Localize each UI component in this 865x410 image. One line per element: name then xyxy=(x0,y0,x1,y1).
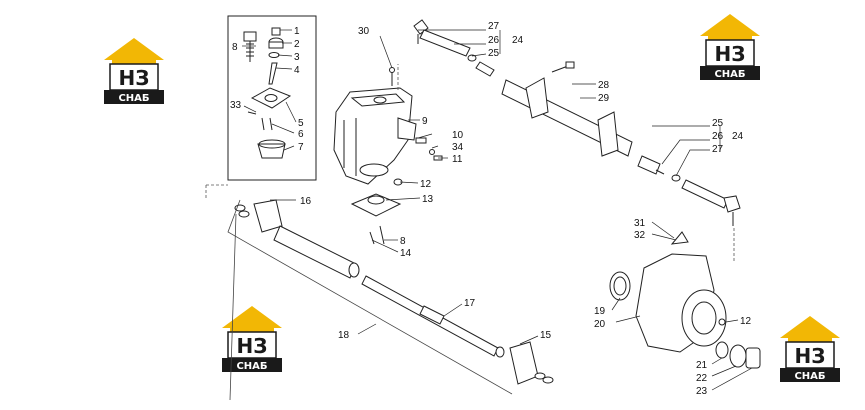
logo-mark: НЗ xyxy=(795,344,826,368)
callout-17: 17 xyxy=(464,298,476,309)
logo-caption: СНАБ xyxy=(118,93,149,104)
leader-lines xyxy=(242,29,753,391)
callout-7: 3 xyxy=(294,52,300,63)
callout-3: 4 xyxy=(294,65,300,76)
callout-18: 18 xyxy=(338,330,350,341)
axle-shaft-assembly xyxy=(234,199,554,385)
callout-29: 29 xyxy=(598,93,610,104)
tie-rod-upper xyxy=(413,19,495,77)
callout-4: 5 xyxy=(298,118,304,129)
callout-21: 21 xyxy=(696,360,708,371)
callout-19: 19 xyxy=(594,306,606,317)
callout-labels: 1 2 3 4 5 6 7 8 8 33 30 9 10 34 11 12 13… xyxy=(230,21,752,397)
callout-12a: 12 xyxy=(420,179,432,190)
callout-6: 7 xyxy=(298,142,304,153)
callout-16: 16 xyxy=(300,196,312,207)
callout-23: 23 xyxy=(696,386,708,397)
callout-30: 30 xyxy=(358,26,370,37)
callout-8a: 8 xyxy=(232,42,238,53)
hub-carrier xyxy=(609,231,761,369)
callout-1: 1 xyxy=(294,26,300,37)
logo-mark: НЗ xyxy=(119,66,150,90)
logo-top-right: НЗ СНАБ xyxy=(699,13,761,81)
kingpin-detail-inset xyxy=(227,15,317,181)
centerlines xyxy=(205,64,735,262)
callout-24a: 24 xyxy=(512,35,524,46)
callout-9: 9 xyxy=(422,116,428,127)
callout-22: 22 xyxy=(696,373,708,384)
callout-26a: 26 xyxy=(488,35,500,46)
callout-20: 20 xyxy=(594,319,606,330)
callout-12b: 12 xyxy=(740,316,752,327)
logo-bottom-left: НЗ СНАБ xyxy=(221,305,283,373)
callout-33: 33 xyxy=(230,100,242,111)
knuckle-housing-upper xyxy=(333,67,443,245)
logo-caption: СНАБ xyxy=(794,371,825,382)
callout-32: 32 xyxy=(634,230,646,241)
logo-top-left: НЗ СНАБ xyxy=(103,37,165,105)
callout-5: 6 xyxy=(298,129,304,140)
callout-25a: 25 xyxy=(488,48,500,59)
callout-11: 11 xyxy=(452,154,463,165)
callout-28: 28 xyxy=(598,80,610,91)
callout-34: 34 xyxy=(452,142,464,153)
logo-bottom-right: НЗ СНАБ xyxy=(779,315,841,383)
callout-26b: 26 xyxy=(712,131,724,142)
logo-mark: НЗ xyxy=(715,42,746,66)
axle-bracket-lines xyxy=(227,199,513,401)
callout-14: 14 xyxy=(400,248,412,259)
callout-25b: 25 xyxy=(712,118,724,129)
tie-rod-right xyxy=(637,155,741,226)
logo-caption: СНАБ xyxy=(714,69,745,80)
callout-27b: 27 xyxy=(712,144,724,155)
steering-cylinder xyxy=(501,61,633,157)
callout-15: 15 xyxy=(540,330,552,341)
logo-mark: НЗ xyxy=(237,334,268,358)
callout-31: 31 xyxy=(634,218,646,229)
callout-2: 2 xyxy=(294,39,300,50)
logo-caption: СНАБ xyxy=(236,361,267,372)
callout-8b: 8 xyxy=(400,236,406,247)
callout-27a: 27 xyxy=(488,21,500,32)
callout-24b: 24 xyxy=(732,131,744,142)
callout-13: 13 xyxy=(422,194,434,205)
callout-10: 10 xyxy=(452,130,464,141)
